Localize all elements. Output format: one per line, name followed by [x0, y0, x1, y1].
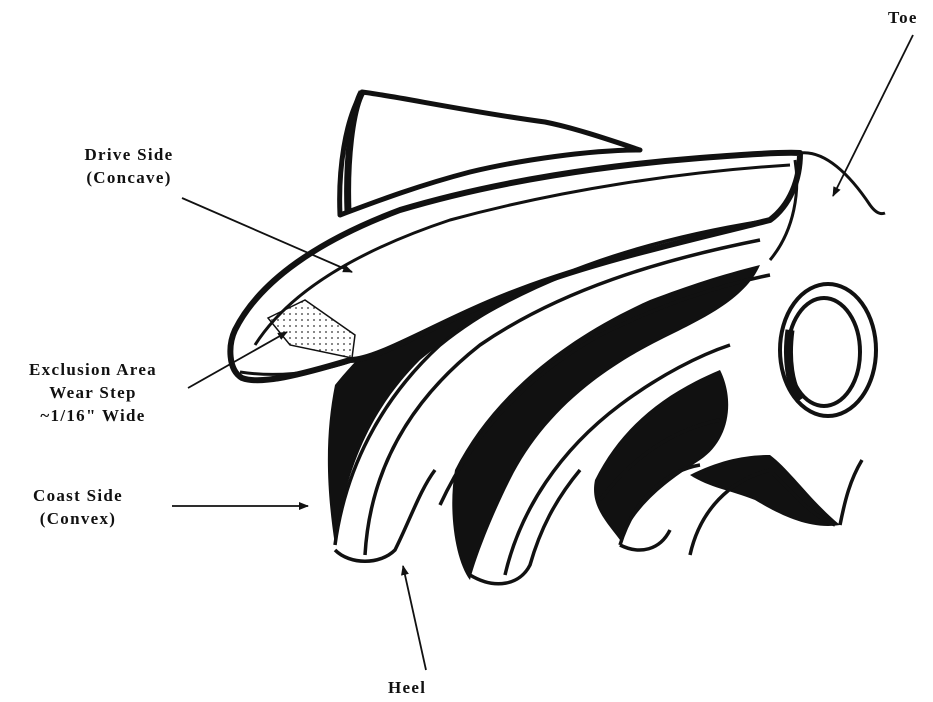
drive-side-arrow — [182, 198, 352, 272]
exclusion-area-label-line3: ~1/16" Wide — [8, 404, 178, 427]
toe-label-text: Toe — [888, 8, 918, 27]
hub-ring — [780, 284, 876, 416]
exclusion-area-label: Exclusion Area Wear Step ~1/16" Wide — [8, 358, 178, 427]
heel-arrow — [403, 566, 426, 670]
drive-side-label-line1: Drive Side — [52, 143, 206, 166]
heel-label-text: Heel — [388, 678, 426, 697]
toe-arrow — [833, 35, 913, 196]
heel-label: Heel — [388, 676, 426, 699]
coast-side-label-line2: (Convex) — [18, 507, 138, 530]
coast-side-label: Coast Side (Convex) — [18, 484, 138, 530]
drive-side-label: Drive Side (Concave) — [52, 143, 206, 189]
coast-side-label-line1: Coast Side — [18, 484, 138, 507]
toe-label: Toe — [888, 6, 918, 29]
exclusion-area-label-line1: Exclusion Area — [8, 358, 178, 381]
exclusion-area-label-line2: Wear Step — [8, 381, 178, 404]
drive-side-label-line2: (Concave) — [52, 166, 206, 189]
